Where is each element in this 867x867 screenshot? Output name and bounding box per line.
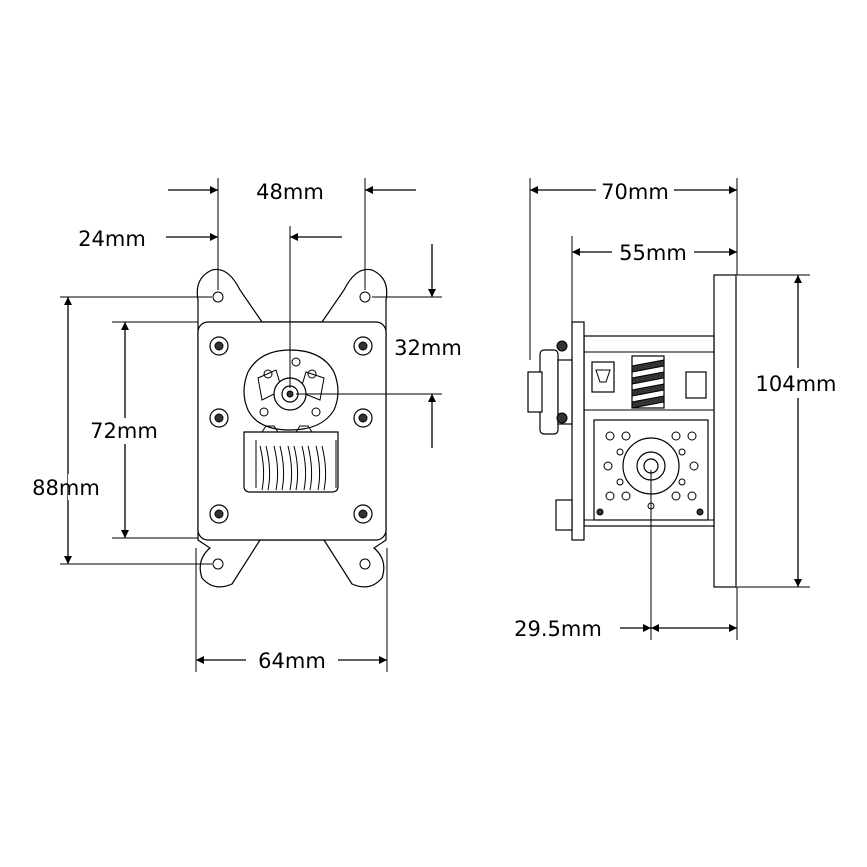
face-screws (209, 336, 373, 524)
dim-front-top-left: 24mm (78, 227, 146, 251)
dim-front-right-height: 32mm (394, 336, 462, 360)
dim-side-plate-height: 104mm (756, 372, 837, 396)
dim-front-inner-height: 72mm (90, 419, 158, 443)
output-gear (243, 349, 339, 431)
side-mounting-plate (713, 274, 737, 588)
dim-side-shaft-offset: 29.5mm (514, 617, 602, 641)
ear-hole-bottom-right (359, 558, 371, 570)
dim-front-overall-height: 88mm (32, 476, 100, 500)
front-view (60, 178, 442, 674)
worm-gear (243, 425, 339, 493)
dim-side-overall-depth: 70mm (601, 180, 669, 204)
dim-front-bottom-width: 64mm (258, 649, 326, 673)
side-worm (591, 355, 707, 409)
side-flange (571, 321, 585, 541)
dim-front-top-width: 48mm (256, 180, 324, 204)
ear-hole-top-left (212, 291, 224, 303)
ear-hole-top-right (359, 291, 371, 303)
dim-side-gearbox-depth: 55mm (619, 241, 687, 265)
ear-hole-bottom-left (212, 558, 224, 570)
side-input-shaft (527, 340, 573, 531)
side-view (527, 178, 842, 640)
